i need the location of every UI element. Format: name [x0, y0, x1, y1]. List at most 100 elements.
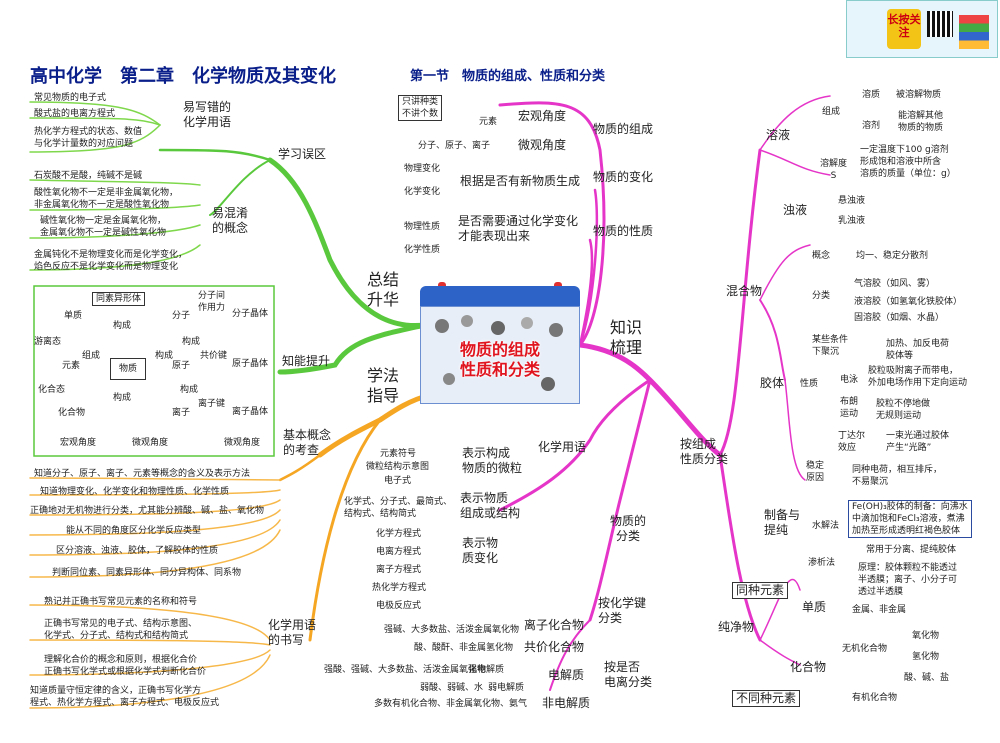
exam-item: 正确地对无机物进行分类，尤其能分辨酸、碱、盐、氧化物: [30, 506, 265, 516]
concept-definition: 均一、稳定分散剂: [856, 251, 929, 261]
concept-label: 概念: [812, 251, 831, 261]
diagram-combined: 化合态: [38, 385, 66, 395]
compound-node: 化合物: [790, 660, 827, 674]
diagram-element: 元素: [62, 361, 81, 371]
weak-electrolyte: 弱电解质: [488, 683, 525, 693]
chemical-change: 化学变化: [404, 187, 441, 197]
repr-change-node: 表示物 质变化: [462, 536, 499, 565]
tyndall-definition: 一束光通过胶体 产生“光路”: [886, 431, 950, 453]
solvent-example: 能溶解其他 物质的物质: [898, 111, 944, 133]
atom-icon: [549, 323, 563, 337]
property-node: 物质的性质: [593, 224, 654, 238]
colloid-class: 液溶胶（如氢氧化铁胶体）: [854, 297, 963, 307]
solubility: 溶解度 S: [820, 159, 848, 181]
chemical-property: 化学性质: [404, 245, 441, 255]
knowledge-node: 知识 梳理: [610, 318, 643, 357]
diagram-covalent: 共价键: [200, 351, 228, 361]
summary-node: 总结 升华: [367, 270, 400, 309]
suspension-item: 悬浊液: [838, 196, 866, 206]
stability-reason: 稳定 原因: [806, 461, 825, 483]
exam-item: 能从不同的角度区分化学反应类型: [66, 526, 202, 536]
confuse-item: 金属钝化不是物理变化而是化学变化， 焰色反应不是化学变化而是物理变化: [34, 250, 188, 272]
typo-item: 常见物质的电子式: [34, 93, 107, 103]
qr-banner[interactable]: 长按关注: [846, 0, 998, 58]
solute-example: 被溶解物质: [896, 90, 942, 100]
diagram-molecule: 分子: [172, 311, 191, 321]
element-label: 元素: [479, 117, 498, 127]
exam-item: 判断同位素、同素异形体、同分异构体、同系物: [52, 568, 242, 578]
electrophoresis: 电泳: [840, 375, 859, 385]
coagulation: 某些条件 下聚沉: [812, 335, 849, 357]
center-topic: 物质的组成 性质和分类: [459, 340, 540, 379]
diagram-ion: 离子: [172, 408, 191, 418]
confuse-group: 易混淆 的概念: [212, 206, 249, 235]
ability-node: 知能提升: [282, 354, 331, 368]
diagram-ion-crystal: 离子晶体: [232, 407, 269, 417]
writing-node: 化学用语 的书写: [268, 618, 317, 647]
confuse-item: 酸性氧化物不一定是非金属氧化物， 非金属氧化物不一定是酸性氧化物: [34, 188, 179, 210]
oxide: 氧化物: [912, 631, 940, 641]
equation-item: 热化学方程式: [372, 583, 427, 593]
brownian-definition: 胶粒不停地做 无规则运动: [876, 399, 931, 421]
atom-icon: [491, 321, 505, 335]
section-title: 第一节 物质的组成、性质和分类: [410, 69, 606, 84]
electrophoresis-definition: 胶粒吸附离子而带电， 外加电场作用下定向运动: [868, 366, 968, 388]
ion-class-node: 按是否 电离分类: [604, 660, 653, 689]
diagram-free: 游离态: [34, 337, 62, 347]
acid-base-salt: 酸、碱、盐: [904, 673, 950, 683]
review-node: 学习误区: [278, 147, 327, 161]
particles-label: 分子、原子、离子: [418, 141, 491, 151]
diagram-micro: 微观角度: [224, 438, 261, 448]
macro-node: 宏观角度: [518, 109, 567, 123]
micro-node: 微观角度: [518, 138, 567, 152]
suspension-item: 乳浊液: [838, 216, 866, 226]
diagram-isomer: 同素异形体: [92, 292, 146, 306]
comp-class-node: 按组成 性质分类: [680, 437, 729, 466]
solution-node: 溶液: [766, 128, 791, 142]
equation-item: 化学方程式: [376, 529, 422, 539]
diagram-build: 构成: [113, 393, 132, 403]
confuse-item: 碱性氧化物一定是金属氧化物， 金属氧化物不一定是碱性氧化物: [40, 216, 167, 238]
nonelectrolyte: 非电解质: [542, 696, 591, 710]
ionic-example: 强碱、大多数盐、活泼金属氧化物: [384, 625, 520, 635]
nonelectrolyte-example: 多数有机化合物、非金属氧化物、氨气: [374, 699, 528, 709]
diagram-atom-crystal: 原子晶体: [232, 359, 269, 369]
diagram-compound: 化合物: [58, 408, 86, 418]
tyndall: 丁达尔 效应: [838, 431, 866, 453]
physical-property: 物理性质: [404, 222, 441, 232]
atom-icon: [435, 319, 449, 333]
coagulation-example: 加热、加反电荷 胶体等: [886, 339, 950, 361]
repr-particle-node: 表示构成 物质的微粒: [462, 446, 523, 475]
dialysis: 渗析法: [808, 558, 836, 568]
bond-class-node: 按化学键 分类: [598, 596, 647, 625]
element-note: 只讲种类 不讲个数: [398, 95, 443, 121]
diagram-mol-crystal: 分子晶体: [232, 309, 269, 319]
colloid-class: 气溶胶（如风、雾）: [854, 279, 936, 289]
qr-code-icon[interactable]: [927, 11, 953, 37]
page-title: 高中化学 第二章 化学物质及其变化: [30, 66, 336, 87]
calendar-header: [420, 286, 580, 306]
dialysis-definition: 原理：胶体颗粒不能透过 半透膜；离子、小分子可 透过半透膜: [858, 563, 958, 597]
physical-change: 物理变化: [404, 164, 441, 174]
equation-item: 电离方程式: [376, 547, 422, 557]
colloid-class: 固溶胶（如烟、水晶）: [854, 313, 945, 323]
atom-icon: [541, 377, 555, 391]
center-topic-card: 物质的组成 性质和分类: [420, 282, 580, 404]
strong-example: 强酸、强碱、大多数盐、活泼金属氧化物: [324, 665, 487, 675]
books-icon: [959, 15, 989, 49]
diagram-intermolecular: 分子间 作用力: [198, 291, 226, 313]
mixture-node: 混合物: [726, 284, 763, 298]
diagram-simple: 单质: [64, 311, 83, 321]
composition-node: 物质的组成: [593, 122, 654, 136]
simple-example: 金属、非金属: [852, 605, 907, 615]
strong-electrolyte: 强电解质: [468, 665, 505, 675]
exam-node: 基本概念 的考查: [283, 428, 332, 457]
equation-item: 电极反应式: [376, 601, 422, 611]
equation-item: 离子方程式: [376, 565, 422, 575]
writing-item: 熟记并正确书写常见元素的名称和符号: [44, 597, 198, 607]
covalent-example: 酸、酸酐、非金属氢化物: [414, 643, 514, 653]
weak-example: 弱酸、弱碱、水: [420, 683, 484, 693]
typo-item: 酸式盐的电离方程式: [34, 109, 116, 119]
stability-definition: 同种电荷，相互排斥， 不易聚沉: [852, 465, 943, 487]
solubility-definition: 一定温度下100 g溶剂 形成饱和溶液中所含 溶质的质量（单位：g）: [860, 145, 956, 179]
